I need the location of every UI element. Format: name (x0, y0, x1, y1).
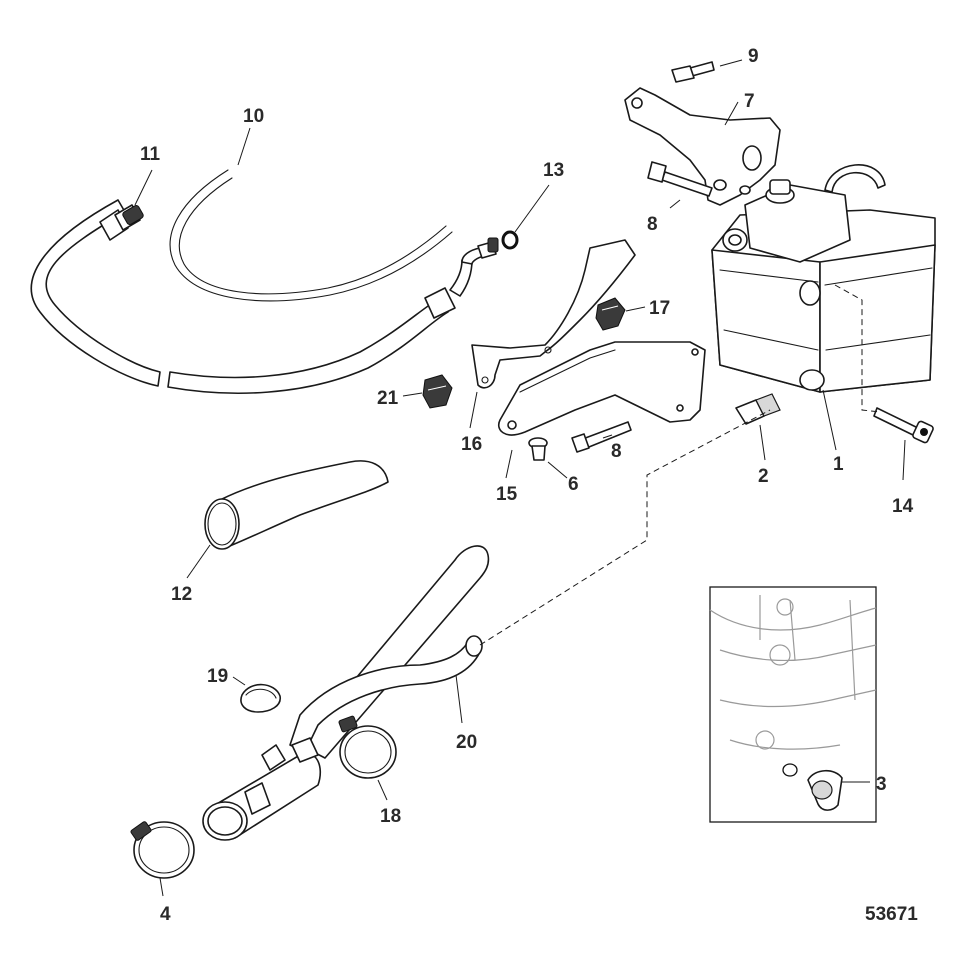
hose-11 (30, 199, 499, 394)
callout-19: 19 (207, 666, 228, 687)
callout-6: 6 (568, 474, 579, 495)
callout-18: 18 (380, 806, 401, 827)
callout-13: 13 (543, 160, 564, 181)
clamp-4 (130, 821, 195, 879)
callout-17: 17 (649, 298, 670, 319)
bracket-16 (471, 239, 636, 389)
clamp-18 (338, 715, 397, 779)
callout-12: 12 (171, 584, 192, 605)
callout-9: 9 (748, 46, 759, 67)
clip-17 (595, 297, 626, 331)
callout-8-lower: 8 (611, 441, 622, 462)
bolt-8-upper (647, 161, 713, 197)
callout-15: 15 (496, 484, 518, 505)
callout-20: 20 (456, 732, 477, 753)
callout-21: 21 (377, 388, 399, 409)
tube-10 (169, 169, 453, 302)
bolt-14 (873, 407, 934, 444)
fitting-2 (735, 393, 781, 425)
callout-2: 2 (758, 466, 769, 487)
callout-3: 3 (876, 774, 887, 795)
routing-line-bolt-14 (834, 284, 881, 413)
bolt-8-lower (571, 421, 632, 453)
bracket-15 (498, 341, 706, 436)
callout-14: 14 (892, 496, 914, 517)
figure-number: 53671 (865, 904, 918, 925)
callout-4: 4 (160, 904, 171, 925)
callout-10: 10 (243, 106, 264, 127)
callout-16: 16 (461, 434, 482, 455)
bracket-7 (624, 87, 781, 206)
reservoir-1 (711, 164, 936, 393)
callout-1: 1 (833, 454, 844, 475)
callout-7: 7 (744, 91, 755, 112)
hose-12 (204, 460, 389, 550)
hose-20 (202, 545, 490, 841)
bolt-9 (671, 61, 715, 83)
clamp-19 (240, 683, 281, 713)
clip-21 (422, 374, 453, 409)
callout-8-upper: 8 (647, 214, 658, 235)
callout-11: 11 (140, 144, 161, 165)
inset-detail (709, 586, 877, 823)
screw-6 (528, 437, 548, 461)
routing-line-hose-to-fitting (479, 409, 771, 646)
o-ring-13 (501, 230, 519, 250)
leader-lines (134, 59, 906, 897)
